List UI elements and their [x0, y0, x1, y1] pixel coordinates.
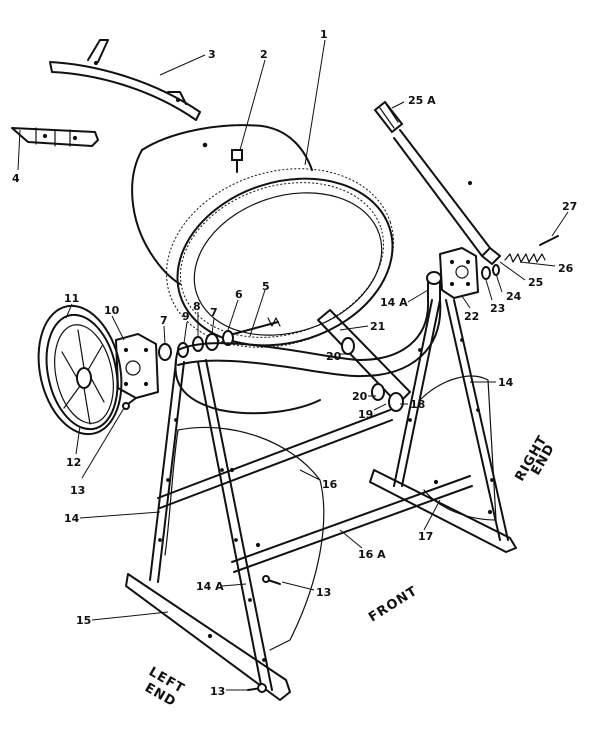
drum-bolt-2 [231, 149, 243, 173]
callout-14a: 14 [64, 512, 80, 525]
frame-leg-14-left [149, 359, 273, 691]
fender-bracket-3 [49, 39, 201, 121]
front-label: FRONT [366, 584, 420, 626]
frame-holes [158, 338, 494, 662]
callout-14Aa: 14 A [380, 296, 408, 309]
leader-lines [17, 39, 569, 691]
bracket-plate-10 [115, 333, 159, 399]
callout-24: 24 [506, 290, 522, 303]
bolt-13-base [247, 683, 267, 693]
callout-8: 8 [193, 300, 201, 313]
callout-27: 27 [562, 200, 577, 213]
callout-16A: 16 A [358, 548, 386, 561]
callout-23: 23 [490, 302, 505, 315]
callout-12: 12 [66, 456, 81, 469]
yoke-tube-14a [174, 271, 442, 415]
collar-18 [388, 392, 404, 412]
side-panel-left [164, 426, 325, 651]
base-rail-15 [125, 573, 291, 701]
callout-3: 3 [208, 48, 216, 61]
bolt-13-pulley [122, 397, 137, 410]
callout-6: 6 [235, 288, 243, 301]
callout-13c: 13 [210, 685, 225, 698]
callout-16: 16 [322, 478, 338, 491]
base-rail-right [369, 469, 517, 553]
callout-4: 4 [12, 172, 20, 185]
callout-15: 15 [76, 614, 91, 627]
callout-7b: 7 [160, 314, 168, 327]
tilt-handle-25 [393, 129, 501, 265]
handle-grip-25a [373, 100, 404, 134]
washer-24 [492, 264, 500, 276]
spring-26 [504, 235, 559, 263]
callout-2: 2 [260, 48, 268, 61]
callout-5: 5 [262, 280, 270, 293]
callout-13a: 13 [70, 484, 85, 497]
cross-brace-16a [231, 475, 473, 573]
callout-18: 18 [410, 398, 425, 411]
pulley-11 [37, 304, 123, 436]
cross-brace-16 [157, 409, 393, 509]
callout-17: 17 [418, 530, 433, 543]
frame-leg-14-right [393, 299, 509, 541]
bracket-plate-22 [439, 247, 479, 299]
callout-10: 10 [104, 304, 120, 317]
callout-9: 9 [182, 310, 190, 323]
callout-20b: 20 [352, 390, 368, 403]
callout-7a: 7 [210, 306, 218, 319]
callout-14Ab: 14 A [196, 580, 224, 593]
callout-19: 19 [358, 408, 373, 421]
callout-11: 11 [64, 292, 79, 305]
callout-26: 26 [558, 262, 574, 275]
side-panel-17 [419, 375, 497, 521]
callout-1: 1 [320, 28, 328, 41]
mixing-drum-1 [131, 124, 394, 348]
callout-20a: 20 [326, 350, 342, 363]
bracket-4 [11, 127, 99, 147]
callout-25A: 25 A [408, 94, 436, 107]
bolt-13-frame [262, 575, 281, 585]
callout-25: 25 [528, 276, 543, 289]
callout-22: 22 [464, 310, 479, 323]
callout-21: 21 [370, 320, 385, 333]
washer-23 [481, 266, 491, 280]
callout-14b: 14 [498, 376, 514, 389]
bearing-6 [222, 330, 234, 346]
callout-13b: 13 [316, 586, 331, 599]
